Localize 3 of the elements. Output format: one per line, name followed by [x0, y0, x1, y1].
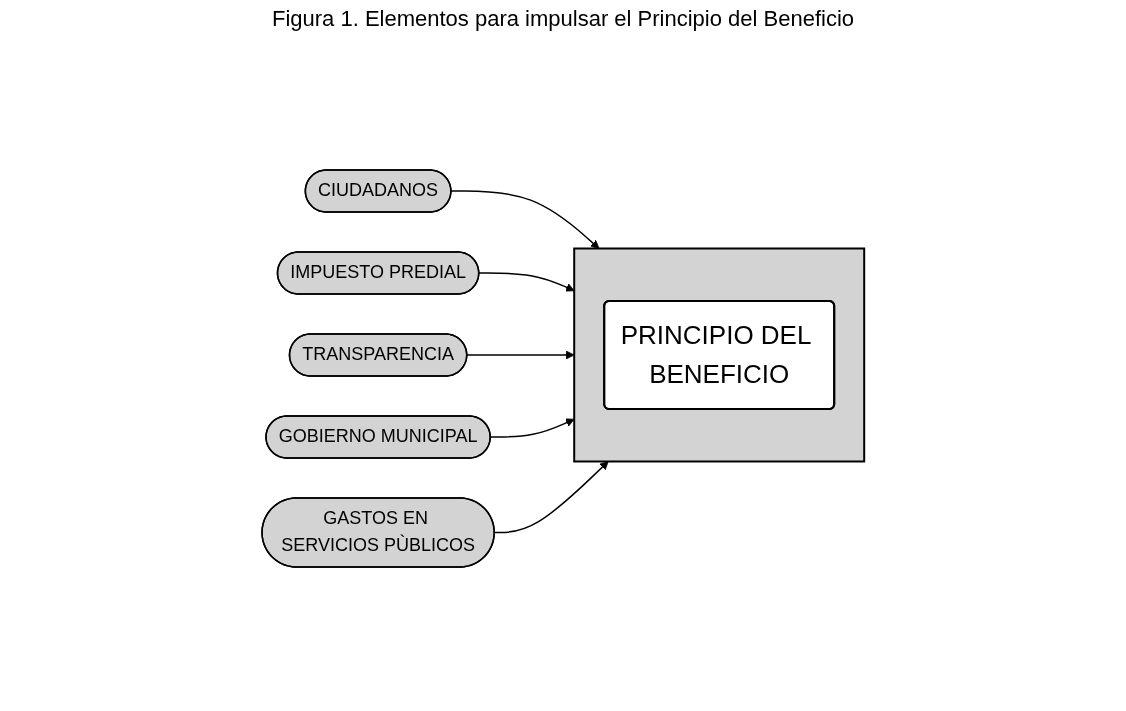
arrow — [450, 189, 600, 249]
figure-title: Figura 1. Elementos para impulsar el Principio del Beneficio — [270, 6, 856, 32]
cluster — [573, 247, 866, 462]
